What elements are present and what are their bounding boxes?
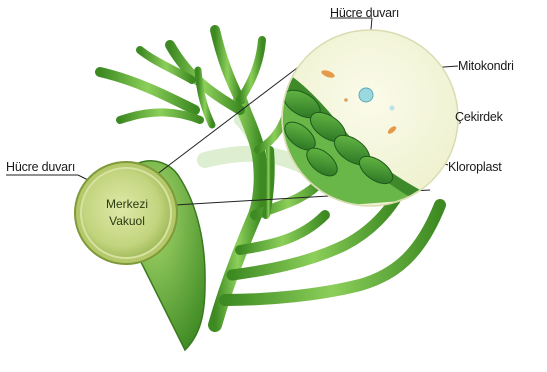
label-cell-wall-left: Hücre duvarı [6,160,75,174]
label-cell-wall-top: Hücre duvarı [330,6,399,20]
label-nucleus: Çekirdek [455,110,503,124]
label-central-vacuole-line2: Vakuol [92,213,162,230]
label-chloroplast: Kloroplast [448,160,502,174]
label-mitochondria: Mitokondri [458,59,514,73]
zoomed-cell-section [279,30,458,210]
label-central-vacuole-line1: Merkezi [92,196,162,213]
label-central-vacuole: Merkezi Vakuol [92,196,162,230]
nucleus-shape [359,88,373,102]
